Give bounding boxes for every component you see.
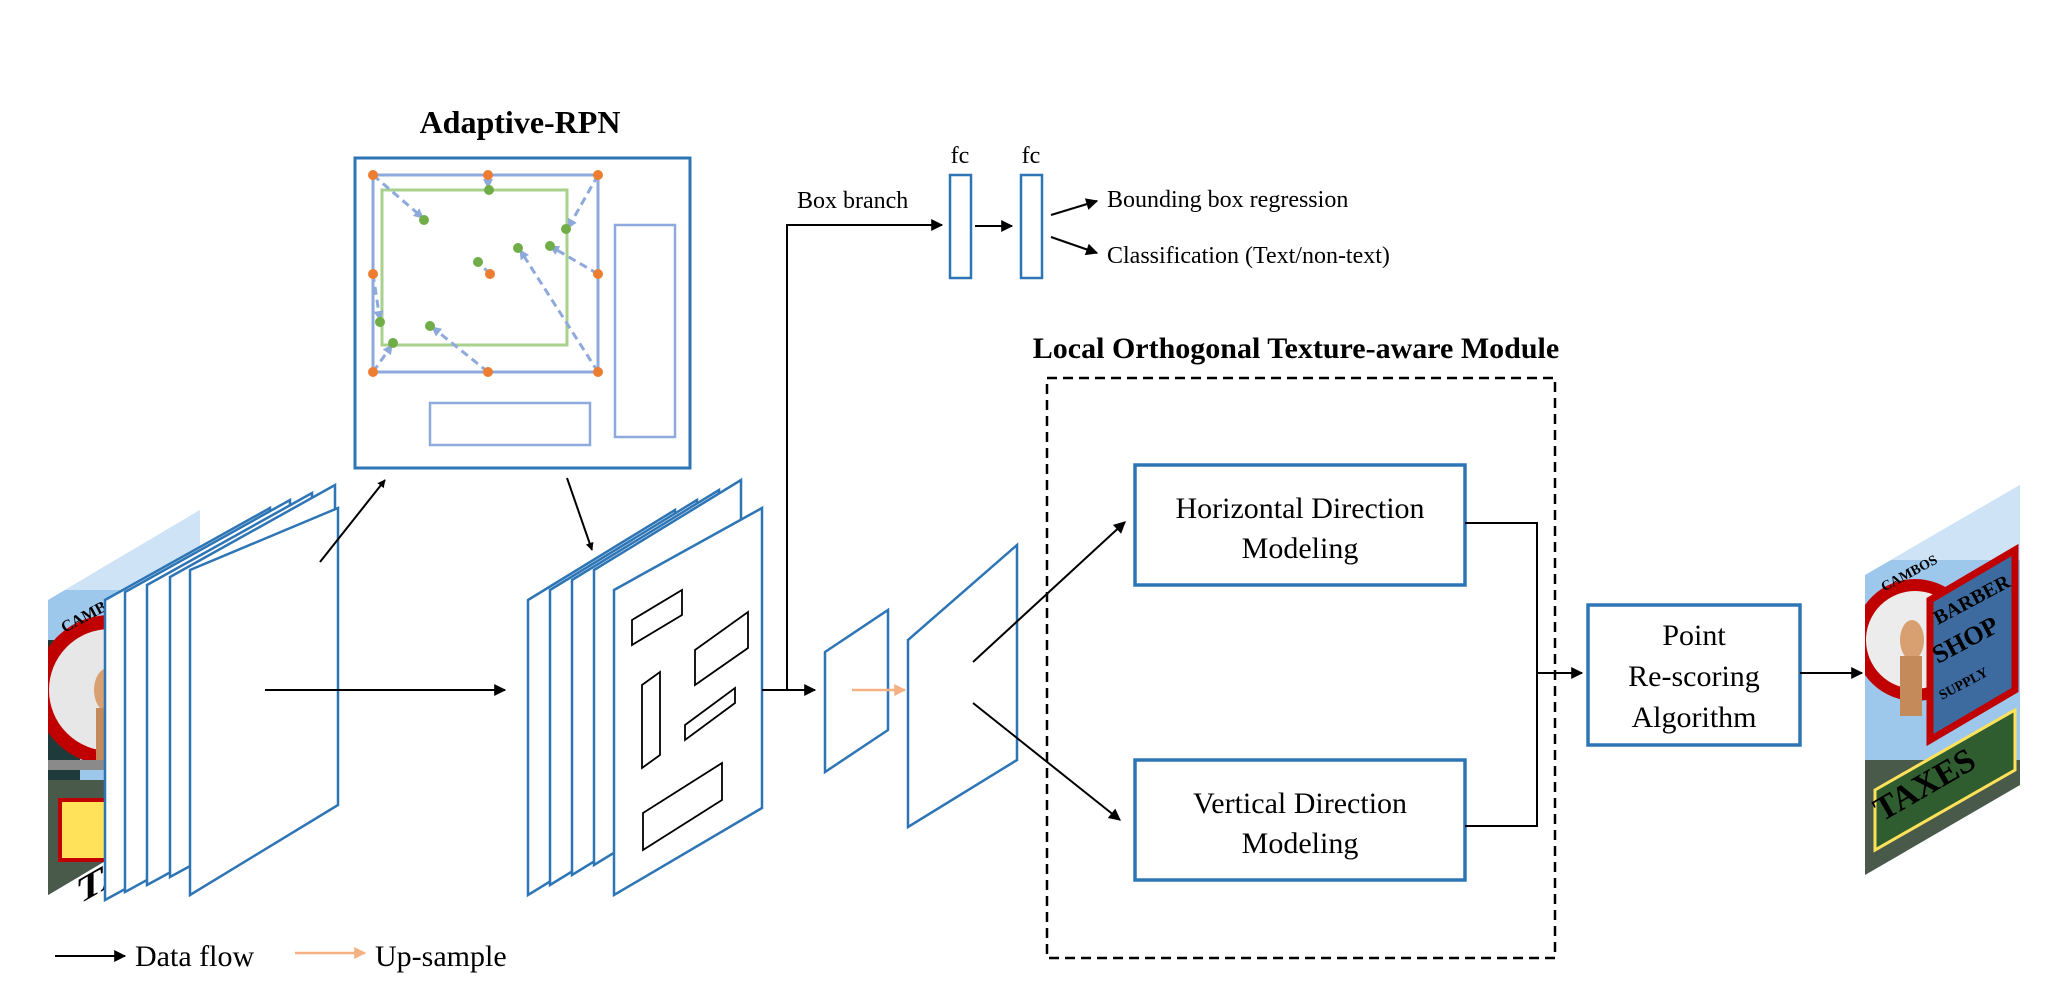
bbox-regression-label: Bounding box regression [1107, 187, 1348, 213]
legend: Data flow Up-sample [55, 940, 507, 973]
vertical-direction-box: Vertical Direction Modeling [1133, 758, 1467, 882]
box-branch-line [762, 219, 944, 691]
horizontal-box-line1: Horizontal Direction [1175, 492, 1424, 525]
fc1-layer [948, 173, 973, 280]
proposal-box-5 [642, 761, 723, 852]
lotm-title: Local Orthogonal Texture-aware Module [1033, 332, 1559, 365]
rpn-vertical-proposal [613, 223, 677, 439]
merge-line-vertical [1465, 673, 1538, 827]
rpn-horizontal-proposal [428, 401, 592, 447]
merge-line-horizontal [1465, 522, 1538, 673]
point-box-line1: Point [1662, 619, 1726, 652]
arrow-backbone-to-rpn [319, 479, 386, 563]
vertical-box-line1: Vertical Direction [1193, 787, 1407, 820]
arrow-to-classification [1050, 236, 1099, 256]
proposal-box-1 [631, 588, 683, 647]
legend-upsample-label: Up-sample [375, 940, 507, 973]
proposal-map-5 [612, 505, 764, 898]
proposal-box-4 [684, 686, 736, 742]
fc2-label: fc [1022, 143, 1041, 169]
rpn-refined-points [375, 185, 571, 348]
point-box-line2: Re-scoring [1628, 660, 1760, 693]
fc1-label: fc [951, 143, 970, 169]
proposal-box-3 [641, 670, 661, 770]
proposal-boxes [631, 588, 749, 852]
adaptive-rpn-title: Adaptive-RPN [420, 104, 621, 140]
vertical-box-line2: Modeling [1242, 827, 1359, 860]
arrow-rpn-to-features [566, 477, 594, 551]
output-image: CAMBOS BARBER SHOP SUPPLY TAXES [1865, 485, 2020, 875]
legend-data-flow-label: Data flow [135, 940, 254, 973]
rpn-refined-box [380, 188, 569, 347]
arrow-to-vertical [972, 702, 1121, 821]
arrow-to-horizontal [972, 521, 1126, 663]
point-box-line3: Algorithm [1632, 701, 1757, 734]
rpn-anchor-points [368, 170, 603, 377]
adaptive-rpn-panel [353, 156, 692, 470]
arrow-to-bbox-regression [1050, 198, 1099, 216]
proposal-feature-maps [526, 477, 764, 898]
horizontal-box-line2: Modeling [1242, 532, 1359, 565]
backbone-feature-maps [103, 482, 340, 903]
backbone-map-5 [188, 506, 340, 898]
horizontal-direction-box: Horizontal Direction Modeling [1133, 463, 1467, 587]
point-rescoring-box: Point Re-scoring Algorithm [1586, 603, 1802, 747]
classification-label: Classification (Text/non-text) [1107, 243, 1390, 269]
large-feature-map [906, 542, 1019, 830]
box-branch-label: Box branch [797, 188, 908, 214]
fc2-layer [1019, 173, 1044, 280]
proposal-box-2 [694, 610, 749, 687]
